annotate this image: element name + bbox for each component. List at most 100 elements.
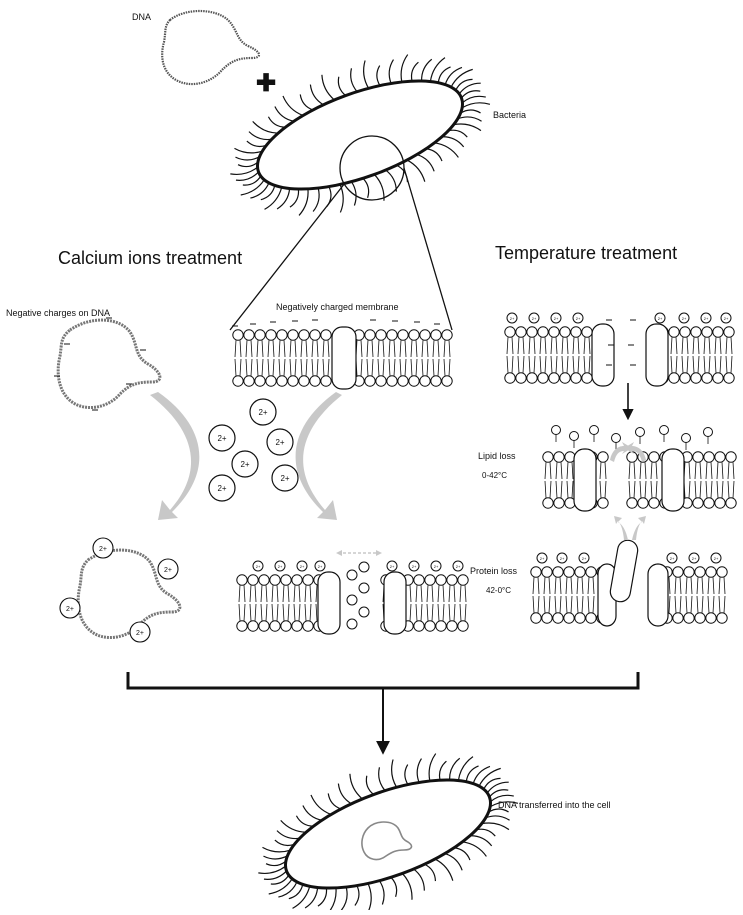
lipid-head (574, 612, 586, 624)
lipid-tail (399, 358, 407, 377)
lipid-head (515, 372, 527, 384)
lipid-head (430, 375, 442, 387)
lipid-head (690, 372, 702, 384)
flagellum (444, 66, 463, 85)
lipid-tail (238, 584, 246, 603)
lipid-head (714, 497, 726, 509)
calcium-ion (386, 560, 398, 572)
lipid-head (692, 451, 704, 463)
lipid-tail (718, 595, 726, 614)
lipid-tail (506, 355, 514, 374)
lipid-tail (366, 358, 374, 377)
calcium-ion (654, 312, 666, 324)
calcium-ion (346, 618, 358, 630)
flagellum (416, 758, 422, 783)
lipid-tail (377, 339, 385, 358)
lipid-tail (566, 480, 574, 499)
flagellum (350, 181, 357, 206)
flagellum (478, 767, 501, 787)
flagellum (390, 876, 398, 897)
lipid-tail (459, 603, 467, 622)
lipid-tail (532, 595, 540, 614)
lipid-head (258, 574, 270, 586)
lipid-head (559, 326, 571, 338)
flagellum (337, 76, 347, 96)
lipid-tail (432, 358, 440, 377)
lipid-tail (528, 336, 536, 355)
bacterium-bottom (258, 753, 519, 915)
lipid-head (247, 574, 259, 586)
flagellum (462, 95, 486, 104)
flagellum (326, 887, 337, 915)
lipid-head (703, 451, 715, 463)
calcium-ion (720, 312, 732, 324)
lipid-tail (238, 603, 246, 622)
lipid-head (243, 329, 255, 341)
lipid-tail (587, 595, 595, 614)
lipid-head (672, 566, 684, 578)
membrane-protein-loss: 2+2+2+2+2+2+ (530, 539, 728, 627)
lipid-tail (696, 595, 704, 614)
calcium-ion-charge: 2+ (300, 564, 305, 569)
lipid-head (672, 612, 684, 624)
lipid-tail (681, 336, 689, 355)
lipid-tail (544, 461, 552, 480)
flagellum (265, 860, 287, 867)
zoom-line-left (229, 182, 346, 331)
lipid-head (276, 375, 288, 387)
lipid-tail (443, 358, 451, 377)
calcium-ion (252, 560, 264, 572)
dna-negative (56, 318, 162, 410)
lipid-head (585, 566, 597, 578)
lipid-tail (555, 480, 563, 499)
lipid-tail (260, 603, 268, 622)
lipid-tail (725, 336, 733, 355)
lipid-tail (714, 355, 722, 374)
lipid-head (302, 620, 314, 632)
lipid-tail (443, 339, 451, 358)
plus-sign: ✚ (256, 70, 276, 97)
membrane-protein (661, 448, 685, 512)
lipid-tail (694, 480, 702, 499)
flagellum (248, 131, 272, 141)
calcium-ion-charge: 2+ (275, 438, 284, 447)
lipid-tail (278, 358, 286, 377)
flagellum (465, 765, 479, 782)
calcium-ion-charge: 2+ (136, 630, 144, 637)
flagellum (263, 855, 288, 860)
lipid-tail (694, 461, 702, 480)
flagellum (453, 123, 482, 132)
lipid-head (435, 620, 447, 632)
calcium-ion (430, 560, 442, 572)
temperature-treatment-title: Temperature treatment (495, 243, 678, 263)
lipid-tail (628, 461, 636, 480)
membrane-protein (317, 571, 341, 635)
calcium-ion-charge: 2+ (258, 408, 267, 417)
calcium-ion-charge: 2+ (217, 484, 226, 493)
calcium-ion (249, 398, 277, 426)
flagellum (450, 68, 473, 88)
lipid-tail (565, 576, 573, 595)
lipid-head (298, 375, 310, 387)
lipid-head (287, 375, 299, 387)
lipid-head (232, 375, 244, 387)
gray-arrow-right (295, 392, 342, 520)
flagellum (462, 841, 487, 857)
flagellum (458, 82, 481, 95)
flagellum (385, 169, 397, 192)
flagellum (288, 884, 304, 900)
calcium-ion (452, 560, 464, 572)
calcium-ion-charge: 2+ (682, 316, 687, 321)
lipid-tail (388, 339, 396, 358)
lipid-tail (685, 595, 693, 614)
lipid-head (457, 620, 469, 632)
lipid-tail (399, 339, 407, 358)
lipid-head (430, 329, 442, 341)
lipid-head (574, 566, 586, 578)
calcium-ion (59, 597, 81, 619)
released-lipid (589, 425, 599, 435)
lipid-head (701, 326, 713, 338)
lipid-tail (300, 358, 308, 377)
lipid-head (424, 574, 436, 586)
lipid-tail (554, 595, 562, 614)
